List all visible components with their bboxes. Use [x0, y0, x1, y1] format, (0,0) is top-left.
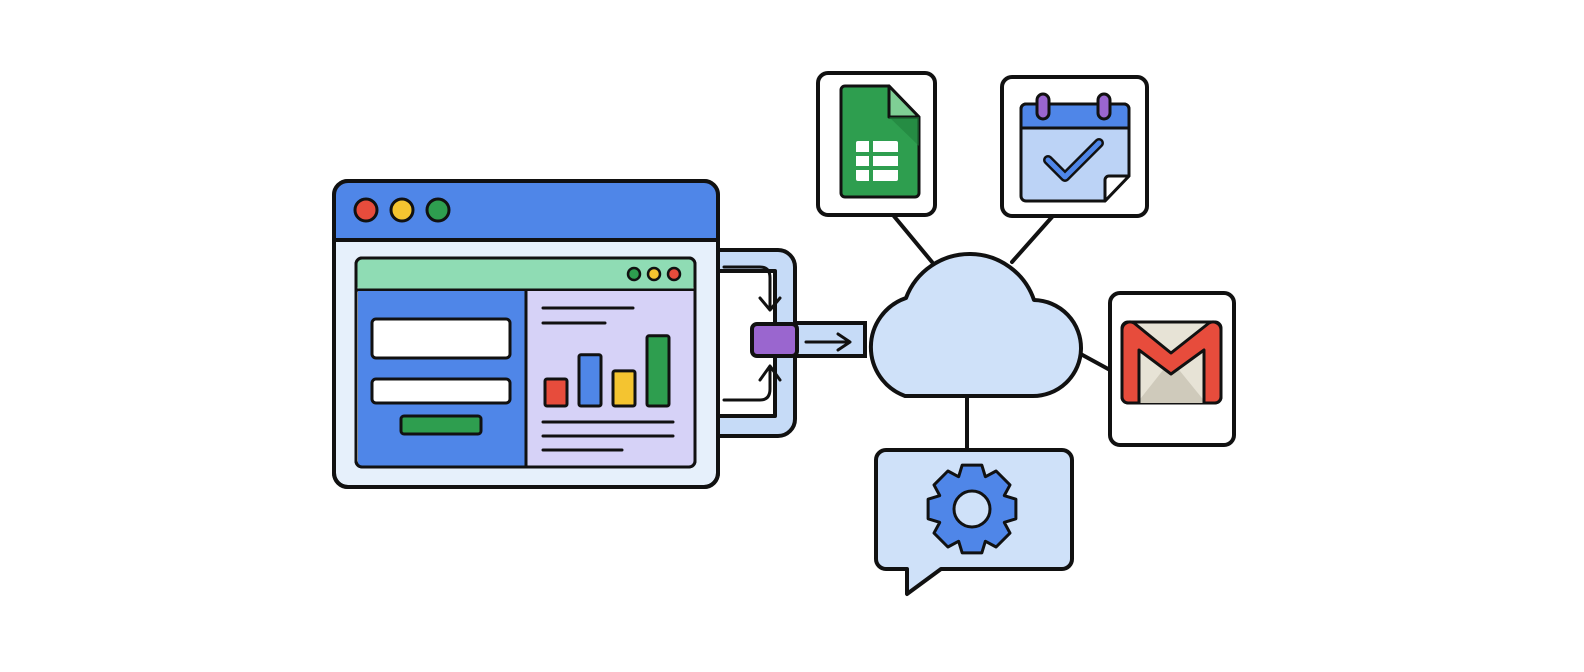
chart-panel-bars: [543, 334, 671, 408]
inner-dot-3: [666, 266, 682, 282]
mail-card: [1108, 291, 1236, 447]
connector-hub: [750, 322, 799, 358]
chart-bar-4: [645, 334, 671, 408]
spreadsheet-icon: [839, 84, 921, 199]
inner-dot-2: [646, 266, 662, 282]
form-field-2: [370, 377, 512, 405]
line-to-spreadsheet: [891, 213, 934, 264]
chart-bar-3: [611, 369, 637, 408]
chart-text-lines-bottom: [541, 420, 675, 452]
gear-hole: [952, 489, 992, 529]
window-controls: [353, 197, 451, 223]
form-submit-button: [399, 414, 483, 436]
inner-window-controls: [626, 266, 682, 282]
window-dot-2: [389, 197, 415, 223]
settings-bubble: [874, 448, 1074, 596]
connector-pipe-to-cloud: [793, 321, 867, 358]
connector-pipe-loop: [716, 248, 797, 438]
data-connector: [716, 248, 867, 438]
form-field-1: [370, 317, 512, 360]
chart-text-lines-top: [541, 306, 635, 325]
calendar-card: [1000, 75, 1149, 218]
inner-dot-1: [626, 266, 642, 282]
gear-icon: [926, 463, 1018, 555]
calendar-check-icon: [1019, 92, 1131, 203]
window-dot-3: [425, 197, 451, 223]
flow-arrows: [722, 265, 852, 402]
window-header: [334, 181, 718, 240]
line-to-calendar: [1010, 215, 1054, 264]
spreadsheet-card: [816, 71, 937, 217]
chart-bar-1: [543, 377, 569, 408]
cloud-icon: [868, 251, 1083, 399]
chart-bar-2: [577, 353, 603, 408]
window-dot-1: [353, 197, 379, 223]
inner-header: [357, 259, 694, 290]
browser-window: [332, 179, 720, 489]
mail-icon: [1120, 320, 1223, 405]
